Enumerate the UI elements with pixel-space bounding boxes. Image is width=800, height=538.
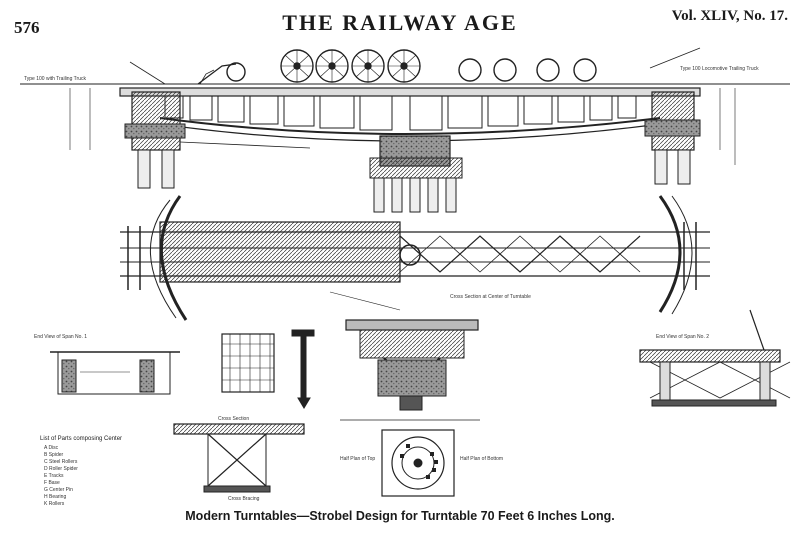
end-view-right: [639, 309, 791, 407]
center-pin-detail: [291, 329, 315, 409]
journal-title: THE RAILWAY AGE: [282, 10, 518, 35]
page-number: 576: [14, 18, 40, 37]
cross-section-lower: [173, 423, 305, 493]
parts-list: List of Parts composing Center A Disc B …: [40, 436, 122, 507]
parts-list-item: H Bearing: [44, 494, 66, 500]
parts-list-item: C Steel Rollers: [44, 459, 78, 465]
parts-list-item: K Rollers: [44, 501, 65, 507]
side-elevation: [20, 83, 790, 213]
locomotive-wheels: [129, 47, 701, 85]
parts-list-item: A Disc: [44, 445, 59, 451]
grid-detail: [221, 333, 275, 393]
label-cross-section: Cross Section: [218, 416, 249, 422]
parts-list-title: List of Parts composing Center: [40, 436, 122, 442]
figure-caption: Modern Turntables—Strobel Design for Tur…: [185, 509, 615, 523]
center-section: [340, 319, 480, 421]
parts-list-item: B Spider: [44, 452, 64, 458]
plan-view: [120, 195, 710, 321]
label-end-view-left: End View of Span No. 1: [34, 334, 87, 340]
parts-list-item: E Tracks: [44, 473, 64, 479]
label-cross-bracing: Cross Bracing: [228, 496, 260, 502]
label-elevation-left: Type 100 with Trailing Truck: [24, 76, 86, 82]
parts-list-item: F Base: [44, 480, 60, 486]
parts-list-item: G Center Pin: [44, 487, 73, 493]
label-end-view-right: End View of Span No. 2: [656, 334, 709, 340]
parts-list-item: D Roller Spider: [44, 466, 78, 472]
label-elevation-right: Type 100 Locomotive Trailing Truck: [680, 66, 759, 72]
label-cross-section-center: Cross Section at Center of Turntable: [450, 294, 531, 300]
label-half-plan-left: Half Plan of Top: [340, 456, 375, 462]
half-plan: [381, 429, 455, 497]
volume-number: Vol. XLIV, No. 17.: [671, 8, 788, 24]
end-view-left: [50, 351, 180, 395]
label-half-plan-right: Half Plan of Bottom: [460, 456, 503, 462]
